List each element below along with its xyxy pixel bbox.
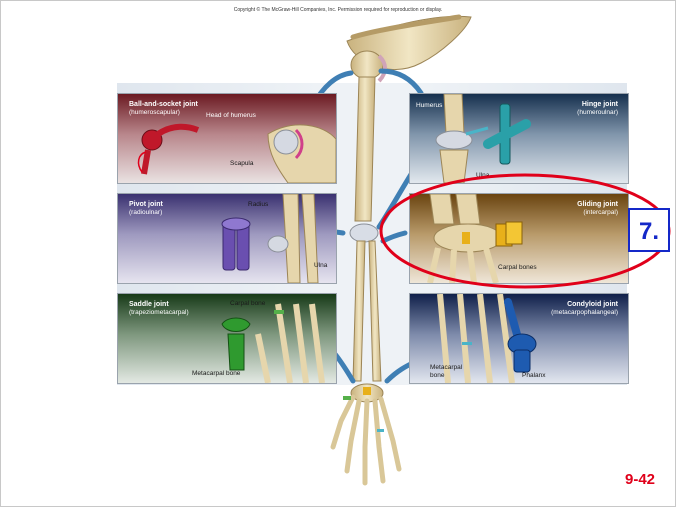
label-scapula: Scapula	[230, 160, 254, 167]
label-metacarpal: Metacarpal	[430, 364, 463, 371]
panel-pivot: Pivot joint (radioulnar) Radius Ulna	[117, 193, 337, 284]
slide-number: 9-42	[625, 471, 656, 488]
gliding-illustration	[427, 194, 523, 283]
panel-title: Pivot joint	[129, 201, 163, 208]
label-metacarpal-bone: bone	[430, 372, 445, 379]
label-metacarpal-bone: Metacarpal bone	[192, 370, 241, 377]
panel-subtitle: (humeroscapular)	[129, 109, 180, 116]
label-radius: Radius	[248, 201, 269, 208]
panel-subtitle: (radioulnar)	[129, 209, 163, 216]
pivot-illustration	[221, 194, 319, 283]
panel-saddle: Saddle joint (trapeziometacarpal) Carpal…	[117, 293, 337, 384]
panel-title: Gliding joint	[577, 201, 618, 208]
panel-hinge: Hinge joint (humeroulnar) Humerus Ulna	[409, 93, 629, 184]
label-phalanx: Phalanx	[522, 372, 546, 379]
label-carpal-bones: Carpal bones	[498, 264, 537, 271]
condyloid-illustration	[437, 294, 537, 383]
humerus-shape	[354, 76, 376, 222]
panel-subtitle: (intercarpal)	[583, 209, 618, 216]
humeral-head-shape	[350, 50, 384, 80]
panel-subtitle: (humeroulnar)	[577, 109, 618, 116]
saddle-illustration	[221, 303, 325, 383]
label-ulna: Ulna	[476, 172, 490, 179]
label-carpal-bone: Carpal bone	[230, 300, 266, 307]
panel-subtitle: (trapeziometacarpal)	[129, 309, 189, 316]
hinge-illustration	[435, 94, 531, 183]
ulna-shape	[352, 240, 366, 382]
panel-title: Condyloid joint	[567, 301, 618, 308]
panel-gliding: Gliding joint (intercarpal) Carpal bones	[409, 193, 629, 284]
panel-condyloid: Condyloid joint (metacarpophalangeal) Me…	[409, 293, 629, 384]
panel-title: Saddle joint	[129, 301, 169, 308]
panel-title: Hinge joint	[581, 101, 618, 108]
label-humerus: Humerus	[416, 102, 443, 109]
label-ulna: Ulna	[314, 262, 328, 269]
label-head-of-humerus: Head of humerus	[206, 112, 256, 119]
clavicle-shape	[350, 14, 462, 40]
panel-title: Ball-and-socket joint	[129, 101, 198, 108]
copyright-notice: Copyright © The McGraw-Hill Companies, I…	[233, 7, 443, 13]
radius-shape	[368, 240, 382, 382]
panel-subtitle: (metacarpophalangeal)	[551, 309, 618, 316]
annotation-number-badge: 7.	[628, 208, 670, 252]
ball-and-socket-illustration	[137, 123, 336, 183]
elbow-shape	[349, 223, 379, 243]
panel-ball-and-socket: Ball-and-socket joint (humeroscapular) H…	[117, 93, 337, 184]
